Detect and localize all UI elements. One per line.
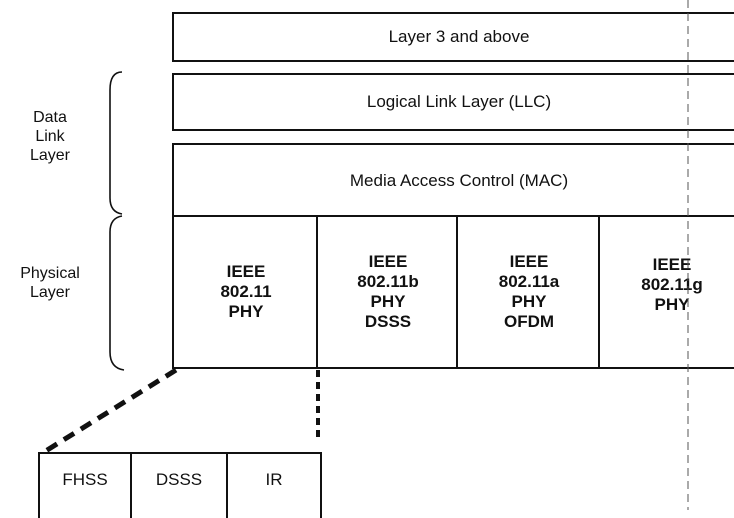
phy-80211g-line3: PHY xyxy=(654,295,690,314)
llc-box: Logical Link Layer (LLC) xyxy=(172,73,734,131)
data-link-line1: Data xyxy=(33,109,67,126)
ir-label: IR xyxy=(265,470,283,489)
phy-80211-box: IEEE 802.11 PHY xyxy=(172,215,318,369)
phy-80211a-line1: IEEE xyxy=(509,252,549,271)
phy-80211a-box: IEEE 802.11a PHY OFDM xyxy=(456,215,600,369)
physical-line1: Physical xyxy=(20,265,80,282)
phy-80211-line1: IEEE xyxy=(226,262,266,281)
phy-80211b-line4: DSSS xyxy=(364,312,412,331)
dashed-connector-left xyxy=(42,367,178,455)
phy-80211g-line1: IEEE xyxy=(652,255,692,274)
data-link-brace xyxy=(109,71,123,215)
phy-80211a-line3: PHY xyxy=(511,292,547,311)
fhss-label: FHSS xyxy=(62,470,108,489)
ir-box: IR xyxy=(226,452,322,518)
mac-label: Media Access Control (MAC) xyxy=(349,171,569,190)
mac-box: Media Access Control (MAC) xyxy=(172,143,734,217)
layer3-box: Layer 3 and above xyxy=(172,12,734,62)
phy-80211a-line2: 802.11a xyxy=(498,272,560,291)
data-link-line3: Layer xyxy=(29,147,71,164)
phy-80211b-line1: IEEE xyxy=(368,252,408,271)
phy-80211-line2: 802.11 xyxy=(220,282,272,301)
physical-line2: Layer xyxy=(29,284,71,301)
phy-80211g-line2: 802.11g xyxy=(641,275,703,294)
physical-layer-label: Physical Layer xyxy=(8,264,92,302)
data-link-layer-label: Data Link Layer xyxy=(12,108,88,165)
phy-80211b-line3: PHY xyxy=(370,292,406,311)
phy-80211-line3: PHY xyxy=(228,302,264,321)
llc-label: Logical Link Layer (LLC) xyxy=(366,92,552,111)
physical-brace xyxy=(109,215,125,371)
data-link-line2: Link xyxy=(35,128,65,145)
phy-80211b-box: IEEE 802.11b PHY DSSS xyxy=(316,215,458,369)
dsss-label: DSSS xyxy=(155,470,203,489)
layer3-label: Layer 3 and above xyxy=(388,27,530,46)
phy-80211g-box: IEEE 802.11g PHY xyxy=(598,215,734,369)
phy-80211b-line2: 802.11b xyxy=(357,272,419,291)
phy-80211a-line4: OFDM xyxy=(503,312,555,331)
